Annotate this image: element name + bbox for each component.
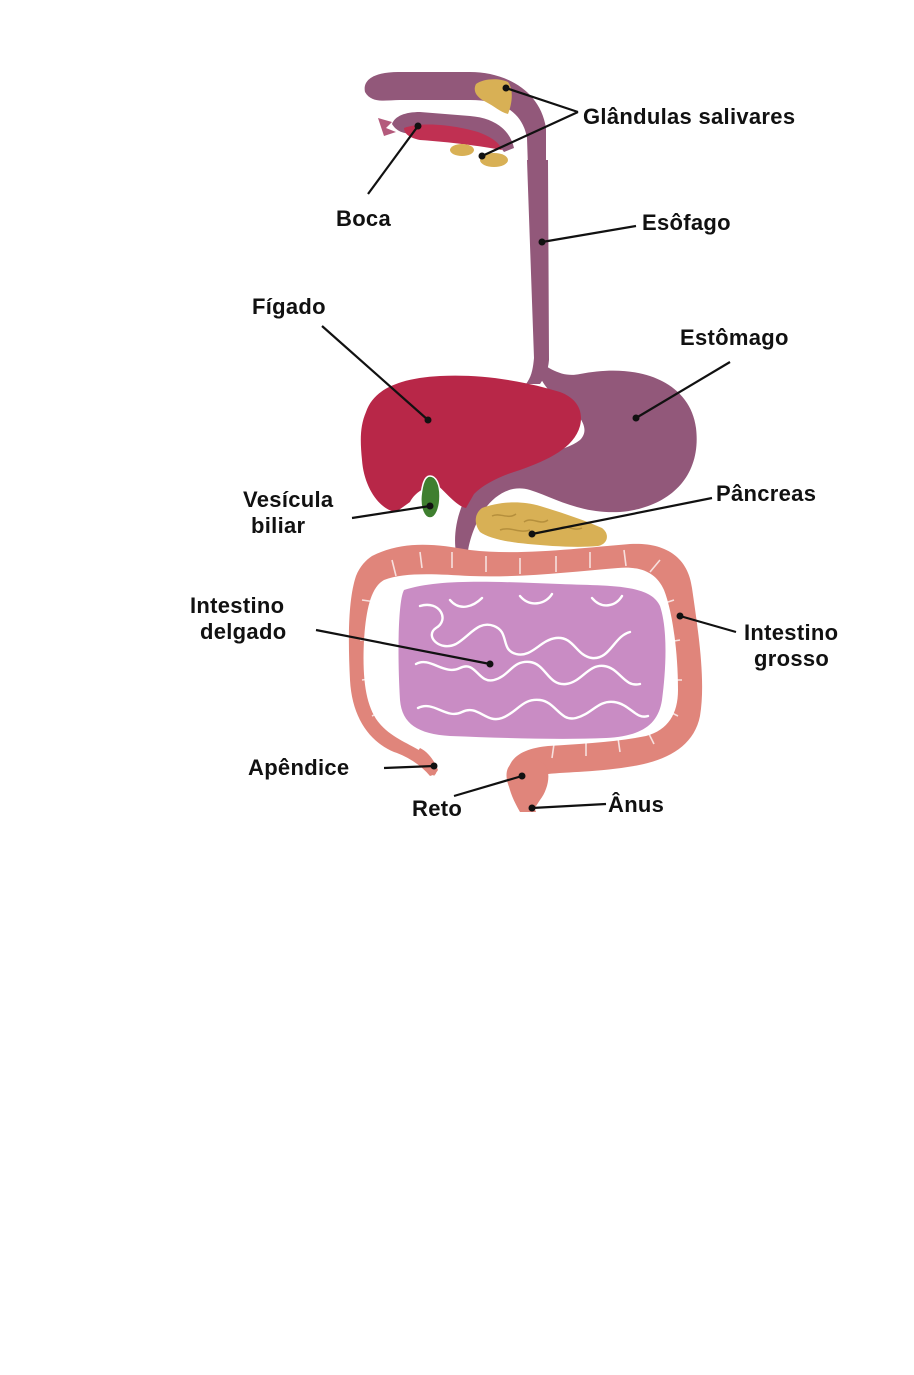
esophagus-organ — [526, 160, 549, 384]
dot-small-intestine — [487, 661, 494, 668]
dot-stomach — [633, 415, 640, 422]
gallbladder-organ — [421, 476, 440, 518]
label-small-intestine-line2: delgado — [200, 619, 286, 644]
leader-anus — [532, 804, 606, 808]
label-esophagus: Esôfago — [642, 210, 731, 235]
label-appendix: Apêndice — [248, 755, 349, 780]
dot-pancreas — [529, 531, 536, 538]
salivary-gland-lower-1 — [450, 144, 474, 156]
salivary-gland-upper — [475, 79, 512, 114]
leader-esophagus — [542, 226, 636, 242]
leader-mouth — [368, 126, 418, 194]
label-gallbladder-line2: biliar — [251, 513, 306, 538]
dot-gallbladder — [427, 503, 434, 510]
dot-esophagus — [539, 239, 546, 246]
dot-salivary-lower — [479, 153, 486, 160]
label-small-intestine-line1: Intestino — [190, 593, 284, 618]
label-salivary-glands: Glândulas salivares — [583, 104, 795, 129]
label-mouth: Boca — [336, 206, 391, 231]
dot-rectum — [519, 773, 526, 780]
dot-mouth — [415, 123, 422, 130]
label-gallbladder-line1: Vesícula — [243, 487, 334, 512]
organs — [349, 72, 702, 812]
dot-anus — [529, 805, 536, 812]
label-rectum: Reto — [412, 796, 462, 821]
lips-organ — [378, 118, 396, 136]
label-large-intestine-line2: grosso — [754, 646, 829, 671]
dot-liver — [425, 417, 432, 424]
label-stomach: Estômago — [680, 325, 789, 350]
dot-appendix — [431, 763, 438, 770]
dot-large-intestine — [677, 613, 684, 620]
label-liver: Fígado — [252, 294, 326, 319]
label-anus: Ânus — [608, 792, 664, 817]
label-pancreas: Pâncreas — [716, 481, 816, 506]
rectum-organ — [507, 758, 549, 812]
label-large-intestine-line1: Intestino — [744, 620, 838, 645]
small-intestine-organ — [399, 582, 666, 739]
dot-salivary-upper — [503, 85, 510, 92]
